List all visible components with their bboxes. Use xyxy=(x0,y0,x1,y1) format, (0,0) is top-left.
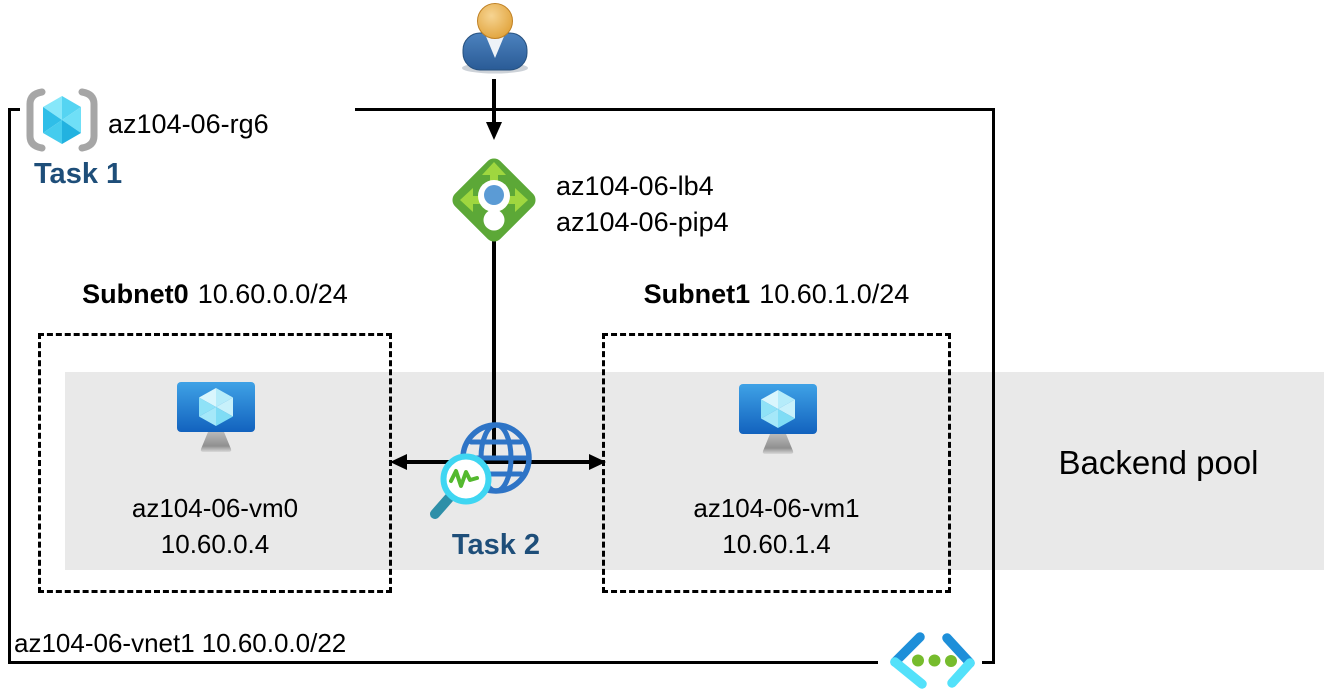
virtual-machine-icon-vm1 xyxy=(739,384,817,454)
public-ip-name: az104-06-pip4 xyxy=(556,207,729,237)
vnet-cidr: 10.60.0.0/22 xyxy=(201,628,347,658)
load-balancer-name: az104-06-lb4 xyxy=(556,171,714,201)
virtual-machine-icon-vm0 xyxy=(177,382,255,452)
subnet0-cidr: 10.60.0.0/24 xyxy=(197,279,348,309)
resource-group-box xyxy=(8,108,995,664)
task2-label: Task 2 xyxy=(451,529,541,561)
resource-group-name: az104-06-rg6 xyxy=(108,109,269,139)
magnifier-icon xyxy=(430,453,492,519)
vm1-name: az104-06-vm1 xyxy=(693,493,860,523)
subnet1-name: Subnet1 xyxy=(643,279,751,309)
vm1-label: az104-06-vm1 10.60.1.4 xyxy=(602,490,951,562)
subnet0-label: Subnet0 10.60.0.0/24 xyxy=(38,279,392,310)
vnet-name: az104-06-vnet1 xyxy=(14,628,195,658)
user-arrow xyxy=(486,79,502,140)
backend-pool-band xyxy=(65,372,1324,570)
backend-pool-label: Backend pool xyxy=(1058,444,1259,481)
resource-group-icon xyxy=(26,88,98,152)
load-balancer-icon xyxy=(452,158,536,242)
vm0-ip: 10.60.0.4 xyxy=(160,529,270,559)
vm0-label: az104-06-vm0 10.60.0.4 xyxy=(38,490,392,562)
subnet1-label: Subnet1 10.60.1.0/24 xyxy=(602,279,951,310)
subnet0-box xyxy=(38,333,392,593)
vm0-name: az104-06-vm0 xyxy=(131,493,299,523)
virtual-network-icon xyxy=(878,632,982,689)
subnet0-name: Subnet0 xyxy=(82,279,189,309)
user-icon xyxy=(462,3,528,74)
vm1-ip: 10.60.1.4 xyxy=(722,529,831,559)
load-balancer-labels: az104-06-lb4 az104-06-pip4 xyxy=(556,168,729,240)
subnet1-cidr: 10.60.1.0/24 xyxy=(759,279,910,309)
task1-label: Task 1 xyxy=(34,158,123,190)
subnet-double-arrow xyxy=(390,454,606,470)
